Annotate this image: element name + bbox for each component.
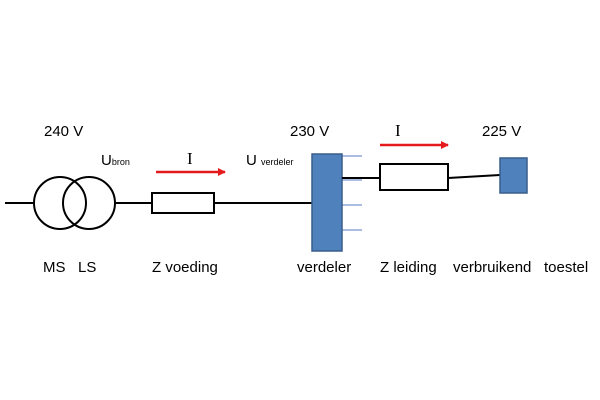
z-line-resistor	[379, 163, 449, 191]
u-source-label: Ubron	[101, 153, 130, 168]
distributor-box	[311, 153, 343, 252]
voltage-distribution: 230 V	[290, 123, 330, 140]
u-source-main: U	[101, 152, 112, 169]
voltage-source: 240 V	[44, 123, 84, 140]
label-ms: MS	[43, 259, 66, 276]
distributor-taps	[342, 155, 362, 231]
label-distributor: verdeler	[297, 259, 352, 276]
label-ls: LS	[78, 259, 97, 276]
u-distribution-main: U	[246, 152, 257, 169]
label-z-supply: Z voeding	[152, 259, 218, 276]
label-device: toestel	[544, 259, 589, 276]
z-supply-resistor	[151, 192, 215, 214]
u-distribution-label: U verdeler	[246, 153, 294, 168]
transformer-secondary-coil	[62, 176, 116, 230]
label-consumer: verbruikend	[453, 259, 532, 276]
consumer-device-box	[499, 157, 528, 194]
current-label-supply: I	[187, 149, 193, 168]
transformer-primary-coil	[33, 176, 87, 230]
label-z-line: Z leiding	[380, 259, 437, 276]
u-distribution-sub: verdeler	[261, 157, 294, 167]
line-wire-right	[447, 174, 501, 179]
u-source-sub: bron	[111, 157, 130, 167]
voltage-device: 225 V	[482, 123, 522, 140]
current-label-line: I	[395, 121, 401, 140]
